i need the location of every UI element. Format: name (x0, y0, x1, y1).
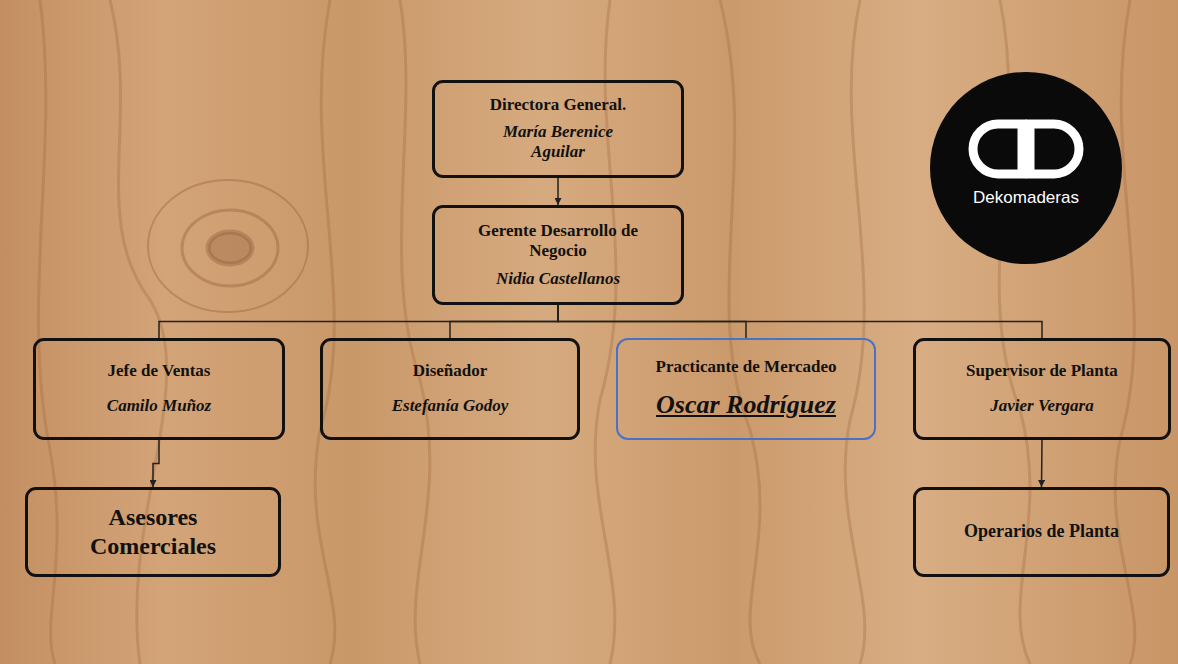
logo-circle: Dekomaderas (930, 72, 1122, 264)
logo-shape (930, 72, 1122, 264)
role-title: Operarios de Planta (964, 521, 1119, 543)
highlighted-role-box: Practicante de MercadeoOscar Rodríguez (616, 338, 876, 440)
team-box: Operarios de Planta (913, 487, 1170, 577)
wood-knot (148, 180, 308, 312)
logo-circle-fill (930, 72, 1122, 264)
logo-glyph (973, 124, 1022, 174)
role-title: Diseñador (413, 361, 488, 381)
role-title: Asesores Comerciales (68, 503, 238, 561)
connector (1041, 440, 1043, 487)
person-name: Javier Vergara (990, 396, 1093, 416)
role-title: Supervisor de Planta (966, 361, 1118, 381)
team-box: Asesores Comerciales (25, 487, 281, 577)
connector (557, 178, 559, 205)
connector (153, 440, 159, 487)
person-name: María Berenice Aguilar (483, 122, 633, 163)
role-box: Supervisor de PlantaJavier Vergara (913, 338, 1171, 440)
role-title: Gerente Desarrollo de Negocio (448, 221, 668, 262)
role-title: Directora General. (490, 95, 627, 115)
logo-glyph (1030, 124, 1079, 174)
brand-name: Dekomaderas (973, 188, 1079, 208)
director-box: Directora General. María Berenice Aguilar (432, 80, 684, 178)
role-title: Jefe de Ventas (108, 361, 211, 381)
connector (450, 305, 558, 338)
manager-box: Gerente Desarrollo de NegocioNidia Caste… (432, 205, 684, 305)
connector (558, 305, 1042, 338)
person-name: Nidia Castellanos (496, 269, 620, 289)
role-title: Practicante de Mercadeo (656, 357, 837, 377)
role-box: Jefe de VentasCamilo Muñoz (33, 338, 285, 440)
person-name: Estefanía Godoy (392, 396, 509, 416)
person-name: Camilo Muñoz (107, 396, 211, 416)
role-box: DiseñadorEstefanía Godoy (320, 338, 580, 440)
person-name: Oscar Rodríguez (656, 389, 836, 420)
wood-grain (38, 0, 1134, 664)
connector (159, 305, 558, 338)
